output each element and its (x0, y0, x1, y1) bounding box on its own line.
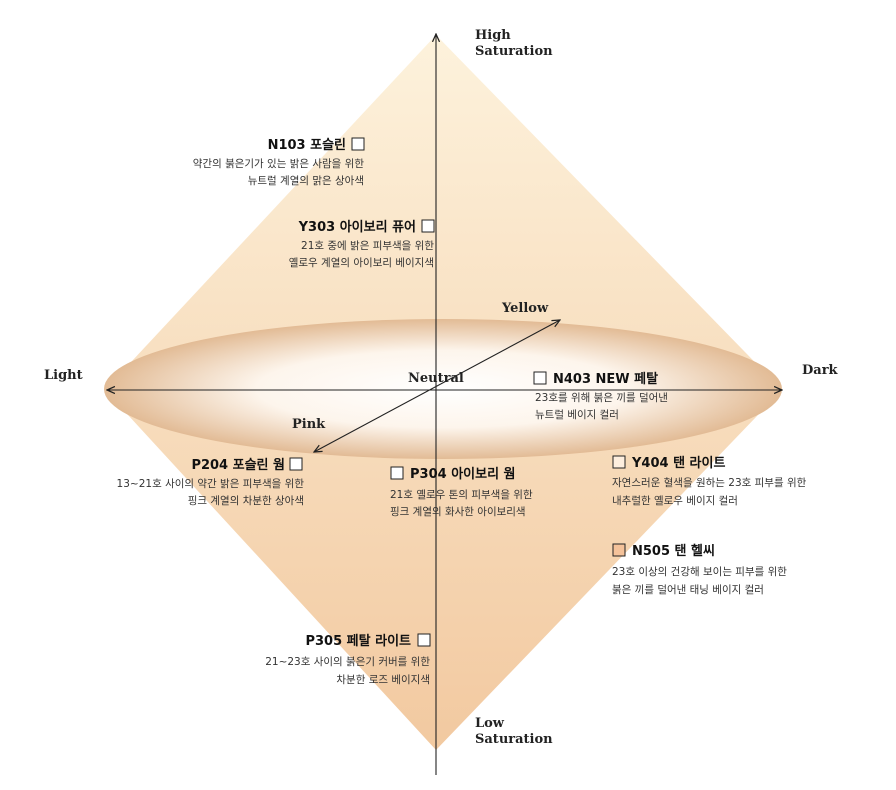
swatch-box (421, 219, 435, 233)
item-desc-line2: 내추럴한 옐로우 베이지 컬러 (612, 494, 738, 507)
item-desc-line1: 자연스러운 혈색을 원하는 23호 피부를 위한 (612, 476, 807, 489)
label-dark: Dark (802, 363, 839, 378)
item-name: N505 탠 헬씨 (632, 543, 715, 559)
item-desc-line1: 23호를 위해 붉은 끼를 덜어낸 (535, 391, 668, 404)
item-n103: N103 포슬린 약간의 붉은기가 있는 밝은 사람을 위한 뉴트럴 계열의 맑… (193, 137, 365, 187)
item-name: Y303 아이보리 퓨어 (298, 219, 416, 235)
item-desc-line2: 차분한 로즈 베이지색 (336, 674, 430, 686)
item-name: N103 포슬린 (268, 137, 346, 153)
item-y404: Y404 탠 라이트 자연스러운 혈색을 원하는 23호 피부를 위한 내추럴한… (612, 455, 807, 507)
item-p304: P304 아이보리 웜 21호 옐로우 톤의 피부색을 위한 핑크 계열의 화사… (390, 466, 533, 518)
label-low-saturation: Saturation (475, 732, 553, 747)
item-desc-line2: 뉴트럴 계열의 맑은 상아색 (248, 174, 364, 187)
label-high: High (475, 28, 511, 43)
swatch-box (612, 543, 626, 557)
item-name: P305 페탈 라이트 (305, 633, 411, 649)
item-desc-line2: 핑크 계열의 화사한 아이보리색 (390, 506, 526, 518)
label-neutral: Neutral (408, 371, 464, 386)
item-desc-line2: 붉은 끼를 덜어낸 태닝 베이지 컬러 (612, 583, 764, 596)
item-desc-line1: 21호 옐로우 톤의 피부색을 위한 (390, 488, 533, 501)
yellow-pink-axis (314, 320, 560, 452)
item-desc-line2: 옐로우 계열의 아이보리 베이지색 (289, 257, 434, 269)
label-low: Low (475, 716, 505, 731)
swatch-box (351, 137, 365, 151)
item-name: P204 포슬린 웜 (191, 457, 285, 473)
item-name: N403 NEW 페탈 (553, 372, 658, 387)
item-desc-line1: 21호 중에 밝은 피부색을 위한 (301, 239, 434, 252)
item-p204: P204 포슬린 웜 13~21호 사이의 약간 밝은 피부색을 위한 핑크 계… (117, 457, 305, 507)
item-name: P304 아이보리 웜 (410, 466, 516, 482)
item-desc-line1: 13~21호 사이의 약간 밝은 피부색을 위한 (117, 477, 305, 490)
label-high-saturation: Saturation (475, 44, 553, 59)
label-yellow: Yellow (501, 301, 549, 316)
item-p305: P305 페탈 라이트 21~23호 사이의 붉은기 커버를 위한 차분한 로즈… (265, 633, 431, 686)
swatch-box (417, 633, 431, 647)
item-name: Y404 탠 라이트 (631, 455, 725, 471)
undertone-ellipse (104, 319, 782, 459)
label-pink: Pink (292, 417, 326, 432)
swatch-box (289, 457, 303, 471)
item-desc-line1: 23호 이상의 건강해 보이는 피부를 위한 (612, 565, 787, 578)
item-y303: Y303 아이보리 퓨어 21호 중에 밝은 피부색을 위한 옐로우 계열의 아… (289, 219, 435, 269)
item-desc-line1: 약간의 붉은기가 있는 밝은 사람을 위한 (193, 157, 365, 170)
item-desc-line2: 뉴트럴 베이지 컬러 (535, 408, 619, 421)
swatch-box (612, 455, 626, 469)
swatch-box (533, 371, 547, 385)
label-light: Light (44, 368, 83, 383)
item-n505: N505 탠 헬씨 23호 이상의 건강해 보이는 피부를 위한 붉은 끼를 덜… (612, 543, 787, 596)
swatch-box (390, 466, 404, 480)
item-desc-line1: 21~23호 사이의 붉은기 커버를 위한 (265, 655, 430, 668)
item-n403: N403 NEW 페탈 23호를 위해 붉은 끼를 덜어낸 뉴트럴 베이지 컬러 (533, 371, 668, 421)
item-desc-line2: 핑크 계열의 차분한 상아색 (188, 495, 304, 507)
